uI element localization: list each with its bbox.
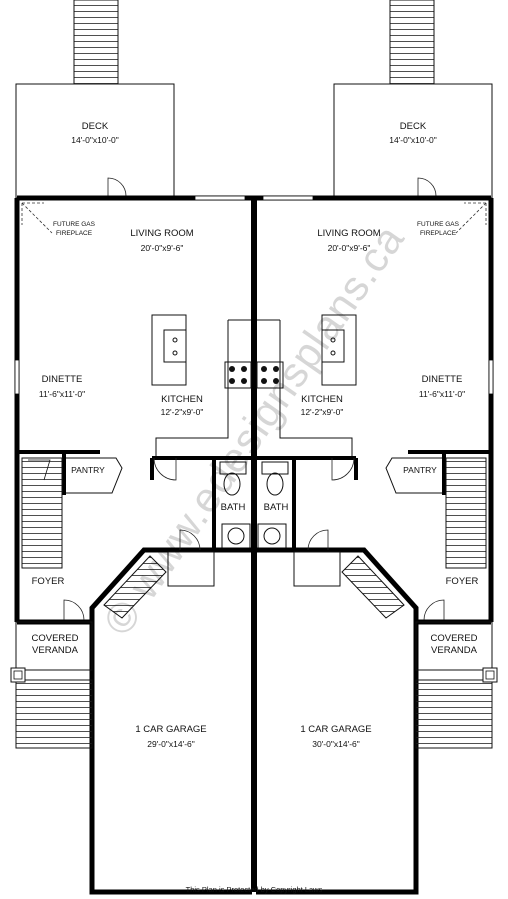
rear-stairs-left	[73, 0, 119, 85]
interior-walls	[17, 450, 491, 548]
right-kitchen-size: 12'-2"x9'-0"	[300, 407, 344, 417]
left-dinette-label: DINETTE	[41, 374, 83, 385]
left-veranda-line1: COVERED	[31, 633, 79, 644]
right-foyer-label: FOYER	[445, 576, 479, 587]
garage-stairs-left	[103, 551, 215, 619]
right-dinette-size: 11'-6"x11'-0"	[418, 389, 466, 399]
left-bath-label: BATH	[220, 502, 246, 513]
foyer-stairs-right	[445, 457, 487, 569]
foyer-stairs-left	[21, 457, 63, 569]
left-living-size: 20'-0"x9'-6"	[140, 243, 184, 253]
right-living-label: LIVING ROOM	[317, 228, 381, 239]
garage-stairs-right	[293, 551, 405, 619]
right-fireplace-line2: FIREPLACE	[419, 230, 457, 237]
right-fireplace-line1: FUTURE GAS	[417, 221, 459, 228]
party-wall	[251, 198, 257, 892]
right-dinette-label: DINETTE	[421, 374, 463, 385]
right-garage-label: 1 CAR GARAGE	[300, 724, 372, 735]
left-pantry-label: PANTRY	[71, 465, 105, 475]
left-dinette-size: 11'-6"x11'-0"	[38, 389, 86, 399]
right-veranda-line1: COVERED	[430, 633, 478, 644]
left-garage-size: 29'-0"x14'-6"	[147, 739, 195, 749]
front-steps-right	[415, 679, 493, 749]
left-foyer-label: FOYER	[31, 576, 65, 587]
rear-stairs-right	[389, 0, 435, 85]
kitchen-island-left	[151, 314, 187, 386]
right-pantry-label: PANTRY	[403, 465, 437, 475]
right-garage-size: 30'-0"x14'-6"	[312, 739, 360, 749]
right-veranda-line2: VERANDA	[431, 645, 477, 656]
right-bath-label: BATH	[263, 502, 289, 513]
left-deck-label: DECK	[81, 121, 109, 132]
right-living-size: 20'-0"x9'-6"	[327, 243, 371, 253]
left-deck-size: 14'-0"x10'-0"	[71, 135, 119, 145]
left-kitchen-label: KITCHEN	[161, 394, 203, 405]
copyright-notice: This Plan is Protected by Copyright Laws	[185, 885, 323, 894]
right-deck-size: 14'-0"x10'-0"	[389, 135, 437, 145]
front-steps-left	[15, 679, 93, 749]
right-deck-label: DECK	[399, 121, 427, 132]
kitchen-island-right	[321, 314, 357, 386]
veranda-right	[415, 621, 493, 671]
left-fireplace-line2: FIREPLACE	[55, 230, 93, 237]
left-kitchen-size: 12'-2"x9'-0"	[160, 407, 204, 417]
veranda-left	[15, 621, 93, 671]
left-garage-label: 1 CAR GARAGE	[135, 724, 207, 735]
left-fireplace-line1: FUTURE GAS	[53, 221, 95, 228]
left-living-label: LIVING ROOM	[130, 228, 194, 239]
right-kitchen-label: KITCHEN	[301, 394, 343, 405]
left-veranda-line2: VERANDA	[32, 645, 78, 656]
